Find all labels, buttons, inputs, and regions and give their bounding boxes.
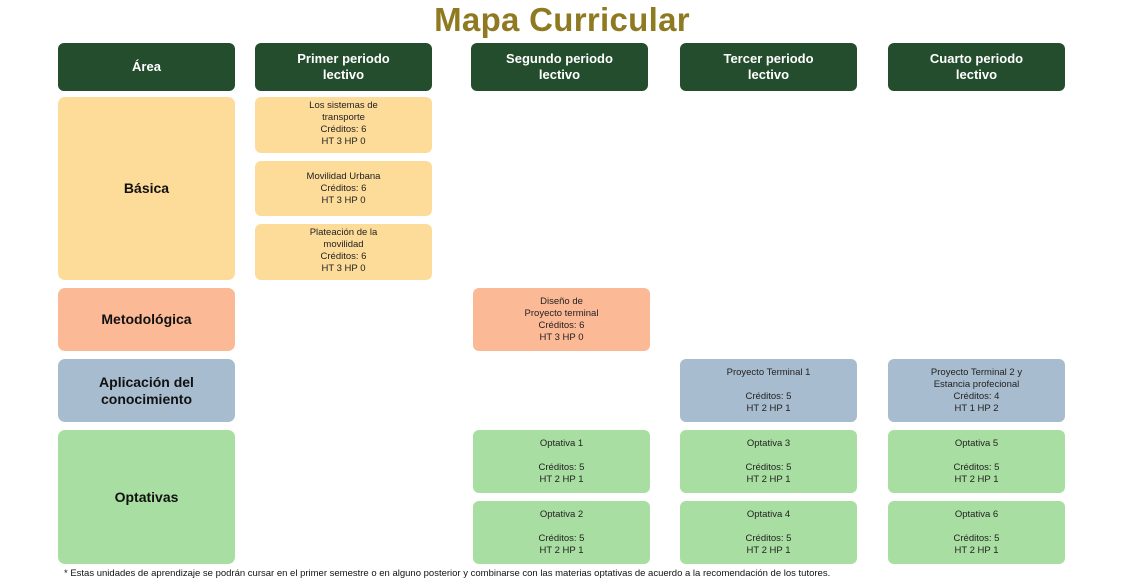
area-optativas: Optativas [58, 430, 235, 564]
course-credits: Créditos: 4 [953, 391, 1000, 402]
course-title-line: Optativa 2 [539, 509, 584, 520]
course-sistemas-transporte: Los sistemas de transporte Créditos: 6 H… [255, 97, 432, 153]
course-proyecto-terminal-2: Proyecto Terminal 2 y Estancia profecion… [888, 359, 1065, 422]
course-title-line: Estancia profecional [933, 379, 1020, 390]
course-spacer [680, 379, 857, 391]
course-spacer [888, 521, 1065, 533]
header-period-2-line-2: lectivo [538, 67, 581, 82]
course-hours: HT 2 HP 1 [746, 474, 791, 485]
course-credits: Créditos: 5 [538, 462, 585, 473]
course-spacer [680, 450, 857, 462]
course-hours: HT 2 HP 1 [539, 545, 584, 556]
course-hours: HT 3 HP 0 [321, 194, 366, 206]
course-optativa-1: Optativa 1 Créditos: 5 HT 2 HP 1 [473, 430, 650, 493]
course-title-line: transporte [322, 112, 365, 123]
header-period-3: Tercer periodo lectivo [680, 43, 857, 91]
course-spacer [473, 450, 650, 462]
header-period-3-line-1: Tercer periodo [723, 51, 814, 66]
area-basica: Básica [58, 97, 235, 280]
course-title-line: Optativa 1 [539, 438, 584, 449]
course-credits: Créditos: 5 [745, 462, 792, 473]
page-title: Mapa Curricular [434, 1, 690, 38]
course-hours: HT 3 HP 0 [539, 331, 584, 343]
course-title-line: Proyecto Terminal 2 y [930, 367, 1023, 378]
course-credits: Créditos: 5 [953, 462, 1000, 473]
course-optativa-4: Optativa 4 Créditos: 5 HT 2 HP 1 [680, 501, 857, 564]
course-hours: HT 2 HP 1 [746, 545, 791, 556]
course-hours: HT 3 HP 0 [321, 263, 366, 274]
course-optativa-3: Optativa 3 Créditos: 5 HT 2 HP 1 [680, 430, 857, 493]
course-hours: HT 2 HP 1 [954, 474, 999, 485]
course-credits: Créditos: 5 [538, 533, 585, 544]
course-optativa-6: Optativa 6 Créditos: 5 HT 2 HP 1 [888, 501, 1065, 564]
course-spacer [680, 521, 857, 533]
header-period-1-line-1: Primer periodo [297, 51, 390, 66]
course-diseno-proyecto: Diseño de Proyecto terminal Créditos: 6 … [473, 288, 650, 351]
course-title-line: Optativa 5 [954, 438, 999, 449]
area-metodologica-label: Metodológica [101, 311, 192, 327]
course-hours: HT 2 HP 1 [746, 403, 791, 414]
course-title-line: Plateación de la [309, 227, 378, 238]
course-credits: Créditos: 6 [320, 251, 367, 262]
course-credits: Créditos: 5 [953, 533, 1000, 544]
footnote: * Estas unidades de aprendizaje se podrá… [64, 568, 831, 579]
header-period-3-line-2: lectivo [747, 67, 790, 82]
course-credits: Créditos: 6 [320, 124, 367, 135]
course-title-line: Optativa 4 [746, 509, 791, 520]
course-title-line: Optativa 3 [746, 438, 791, 449]
course-hours: HT 1 HP 2 [954, 403, 999, 414]
course-credits: Créditos: 5 [745, 533, 792, 544]
header-period-2: Segundo periodo lectivo [471, 43, 648, 91]
course-title-line: Proyecto terminal [524, 307, 599, 319]
course-title-line: Diseño de [540, 295, 583, 307]
header-period-2-line-1: Segundo periodo [506, 51, 613, 66]
course-spacer [888, 450, 1065, 462]
course-spacer [473, 521, 650, 533]
header-period-1-line-2: lectivo [322, 67, 365, 82]
area-aplicacion-line-2: conocimiento [100, 390, 192, 407]
area-optativas-label: Optativas [114, 488, 179, 505]
course-planeacion-movilidad: Plateación de la movilidad Créditos: 6 H… [255, 224, 432, 280]
course-movilidad-urbana: Movilidad Urbana Créditos: 6 HT 3 HP 0 [255, 161, 432, 216]
course-title-line: Los sistemas de [309, 100, 378, 111]
course-credits: Créditos: 6 [538, 319, 585, 331]
course-hours: HT 3 HP 0 [321, 136, 366, 147]
area-aplicacion: Aplicación del conocimiento [58, 359, 235, 422]
header-period-1: Primer periodo lectivo [255, 43, 432, 91]
course-title-line: Movilidad Urbana [306, 170, 381, 182]
header-area-label: Área [132, 59, 161, 74]
area-metodologica: Metodológica [58, 288, 235, 351]
course-hours: HT 2 HP 1 [954, 545, 999, 556]
course-proyecto-terminal-1: Proyecto Terminal 1 Créditos: 5 HT 2 HP … [680, 359, 857, 422]
course-credits: Créditos: 6 [320, 182, 367, 194]
header-period-4: Cuarto periodo lectivo [888, 43, 1065, 91]
course-title-line: Proyecto Terminal 1 [726, 367, 811, 378]
area-aplicacion-line-1: Aplicación del [99, 373, 194, 390]
course-optativa-5: Optativa 5 Créditos: 5 HT 2 HP 1 [888, 430, 1065, 493]
course-hours: HT 2 HP 1 [539, 474, 584, 485]
course-optativa-2: Optativa 2 Créditos: 5 HT 2 HP 1 [473, 501, 650, 564]
area-basica-label: Básica [123, 180, 170, 196]
header-period-4-line-1: Cuarto periodo [929, 51, 1024, 66]
header-period-4-line-2: lectivo [955, 67, 998, 82]
course-title-line: movilidad [323, 239, 364, 250]
header-area: Área [58, 43, 235, 91]
course-credits: Créditos: 5 [745, 391, 792, 402]
course-title-line: Optativa 6 [954, 509, 999, 520]
